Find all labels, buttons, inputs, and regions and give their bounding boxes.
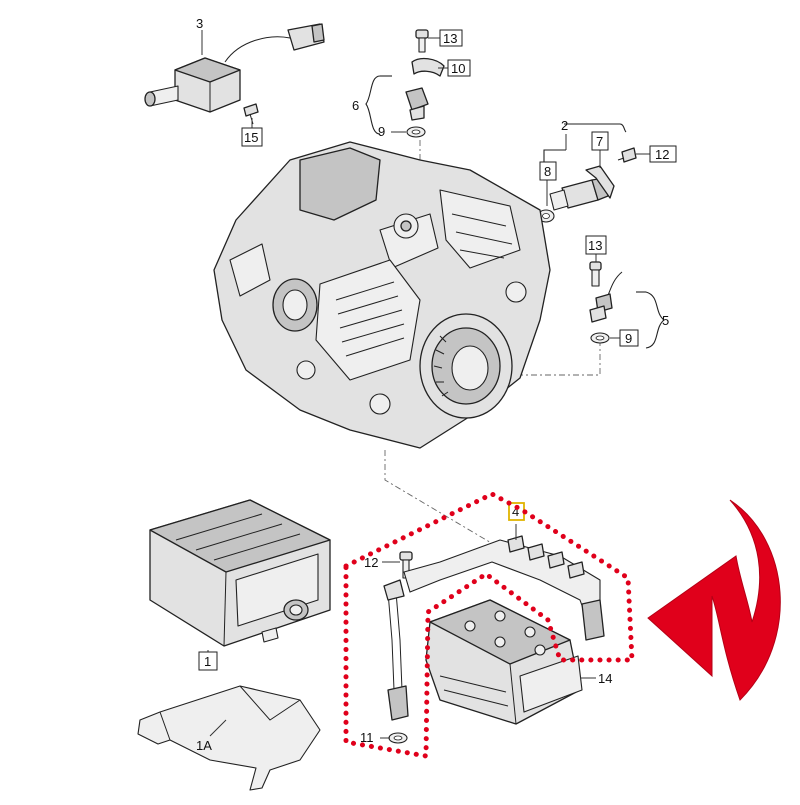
part-12-bolt-right <box>617 147 637 163</box>
callout-12a: 12 <box>655 147 669 162</box>
callout-10: 10 <box>451 61 465 76</box>
part-7-bracket <box>585 165 615 199</box>
red-arrow-shape <box>647 499 781 701</box>
part-14-valve-body <box>425 599 583 725</box>
callout-9b: 9 <box>625 331 632 346</box>
part-11-sensor <box>383 579 409 744</box>
part-6-sensor <box>405 87 429 121</box>
part-13-bolt-top <box>415 29 429 53</box>
harness-highlight-outline <box>343 491 635 759</box>
callout-14: 14 <box>598 671 612 686</box>
callout-11: 11 <box>360 730 374 745</box>
callout-12a-box <box>649 145 677 163</box>
part-9-seal-top <box>406 126 426 138</box>
callout-1: 1 <box>204 654 211 669</box>
callout-3: 3 <box>196 16 203 31</box>
callout-12b: 12 <box>364 555 378 570</box>
callout-15: 15 <box>244 130 258 145</box>
callout-9b-box <box>619 329 639 347</box>
red-arrow <box>647 499 781 701</box>
leader-lines <box>201 30 650 739</box>
part-5-sensor <box>589 271 623 323</box>
callout-7: 7 <box>596 134 603 149</box>
callout-8: 8 <box>544 164 551 179</box>
part-1a-bracket <box>137 685 321 791</box>
part-9-seal-right <box>590 332 610 344</box>
part-4-wiring-harness <box>403 535 605 641</box>
callout-10-box <box>447 59 471 77</box>
callout-labels: 3 13 10 6 9 15 2 7 8 12 13 5 9 4 12 14 1… <box>196 16 677 753</box>
callout-13b-box <box>585 235 607 255</box>
callout-1-box <box>198 651 218 671</box>
callout-8-box <box>539 161 557 181</box>
group-braces <box>365 75 665 349</box>
callout-13b: 13 <box>588 238 602 253</box>
part-13-bolt-right <box>589 261 602 287</box>
callout-4: 4 <box>512 504 519 519</box>
harness-highlight <box>343 491 635 759</box>
callout-5: 5 <box>662 313 669 328</box>
part-1-control-unit <box>149 499 331 647</box>
callout-13a-box <box>439 29 463 47</box>
callout-1a: 1A <box>196 738 212 753</box>
callout-6: 6 <box>352 98 359 113</box>
callout-15-box <box>241 127 263 147</box>
callout-2: 2 <box>561 118 568 133</box>
part-10-clamp <box>411 57 445 77</box>
callout-13a: 13 <box>443 31 457 46</box>
part-2-speed-sensor <box>549 177 609 211</box>
transmission-housing <box>213 141 551 449</box>
callout-9a: 9 <box>378 124 385 139</box>
part-3-sensor-block <box>144 23 325 113</box>
part-15-bolt <box>243 103 259 125</box>
callout-7-box <box>591 131 609 151</box>
